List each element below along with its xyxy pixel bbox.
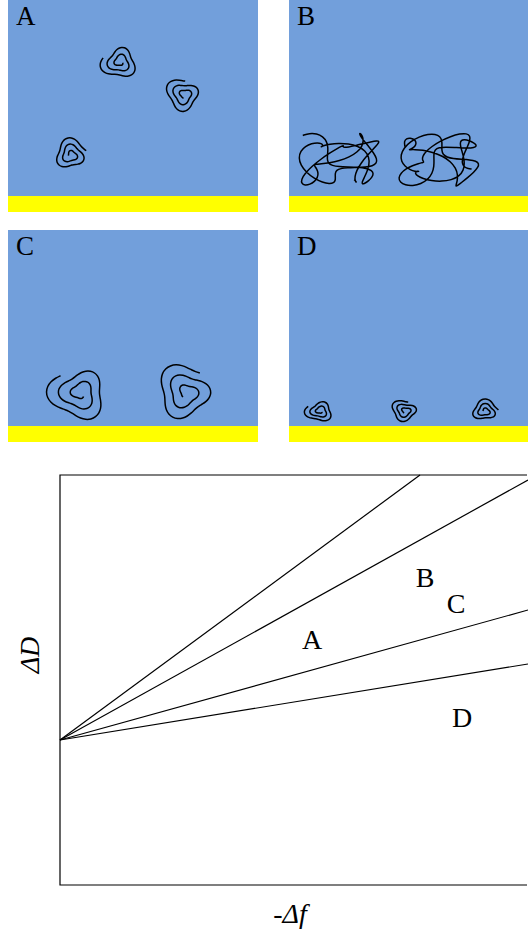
polymer-illustration	[8, 0, 258, 212]
trend-line	[60, 475, 420, 740]
panel-letter: C	[8, 230, 34, 260]
panel-letter: A	[8, 0, 36, 30]
polymer-coil	[100, 48, 135, 77]
polymer-coil	[392, 401, 416, 422]
polymer-coil	[473, 399, 499, 419]
axis-frame	[60, 475, 527, 885]
sample-panel: B	[289, 0, 528, 212]
polymer-coil	[47, 371, 101, 419]
polymer-coil	[304, 402, 331, 421]
polymer-coil	[167, 80, 199, 111]
substrate-strip	[8, 196, 258, 212]
polymer-coil	[57, 138, 86, 167]
panel-letter: B	[289, 0, 315, 30]
substrate-strip	[8, 426, 258, 442]
axis-title: -Δf	[273, 900, 307, 928]
polymer-illustration	[289, 230, 528, 442]
line-label: A	[302, 626, 322, 654]
panel-letter: D	[289, 230, 317, 260]
polymer-illustration	[289, 0, 528, 212]
axis-title: ΔD	[16, 637, 44, 674]
sample-panel: D	[289, 230, 528, 442]
polymer-coil	[299, 133, 378, 184]
line-label: C	[447, 590, 466, 618]
sample-panel: C	[8, 230, 258, 442]
polymer-coil	[399, 134, 478, 186]
polymer-illustration	[8, 230, 258, 442]
trend-line	[60, 610, 528, 740]
line-label: B	[416, 564, 435, 592]
line-label: D	[452, 704, 472, 732]
trend-line	[60, 480, 528, 740]
trend-line	[60, 664, 528, 740]
sample-panel: A	[8, 0, 258, 212]
substrate-strip	[289, 196, 528, 212]
polymer-coil	[161, 365, 210, 419]
substrate-strip	[289, 426, 528, 442]
